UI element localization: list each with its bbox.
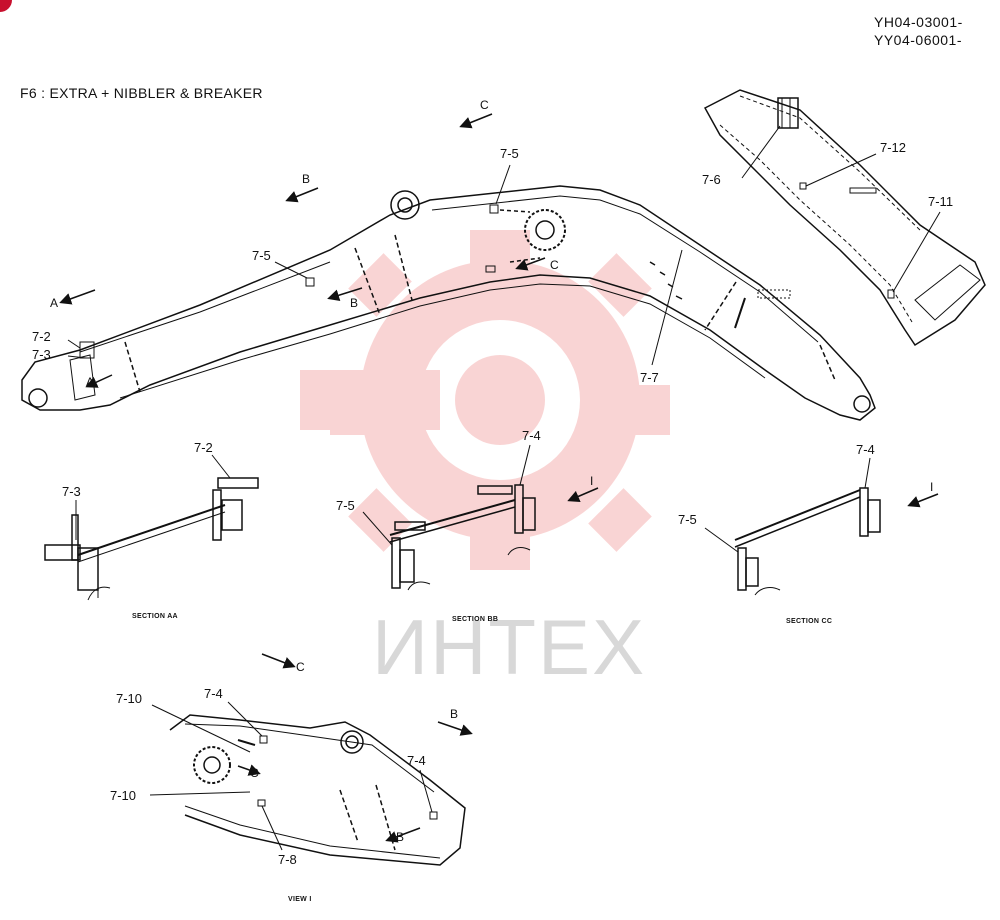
marker-a-1: A (50, 296, 59, 310)
callout-7-12: 7-12 (880, 140, 907, 155)
marker-b-4: B (396, 830, 405, 844)
callout-7-5-left: 7-5 (252, 248, 271, 263)
aa-leaders (75, 454, 231, 540)
marker-c-2: C (550, 258, 559, 272)
marker-a-2: A (86, 375, 95, 389)
serial-number-1: YH04-03001- (874, 14, 963, 30)
marker-b-1: B (302, 172, 311, 186)
cc-leaders (704, 457, 939, 553)
bb-callout-7-5: 7-5 (336, 498, 355, 513)
view-i-leaders (149, 653, 473, 851)
view-callout-7-4-top: 7-4 (204, 686, 223, 701)
view-callout-7-8: 7-8 (278, 852, 297, 867)
section-aa-label: SECTION AA (132, 613, 178, 620)
aa-callout-7-2: 7-2 (194, 440, 213, 455)
serial-number-2: YY04-06001- (874, 32, 963, 48)
view-callout-7-10-bot: 7-10 (110, 788, 137, 803)
section-cc-drawing (734, 487, 881, 596)
watermark-text: ИНТЕХ (372, 603, 647, 691)
marker-c-3: C (296, 660, 305, 674)
section-bb-drawing (389, 484, 536, 591)
view-callout-7-4-right: 7-4 (407, 753, 426, 768)
callout-7-6: 7-6 (702, 172, 721, 187)
cc-callout-7-5: 7-5 (678, 512, 697, 527)
marker-i-1: I (590, 474, 594, 488)
callout-7-3: 7-3 (32, 347, 51, 362)
callout-7-5-top: 7-5 (500, 146, 519, 161)
diagram-title: F6 : EXTRA + NIBBLER & BREAKER (20, 85, 263, 101)
corner-mark (0, 0, 12, 12)
section-aa-drawing (44, 477, 259, 601)
view-i-drawing (169, 714, 466, 866)
section-arrows-main (59, 113, 546, 388)
cc-callout-7-4: 7-4 (856, 442, 875, 457)
callout-7-7: 7-7 (640, 370, 659, 385)
view-i-label: VIEW I (288, 896, 312, 903)
marker-b-2: B (350, 296, 359, 310)
callout-7-2: 7-2 (32, 329, 51, 344)
callout-7-11: 7-11 (928, 194, 954, 209)
marker-c-1: C (480, 98, 489, 112)
main-boom-drawing (21, 185, 876, 421)
detail-leaders (741, 125, 941, 293)
view-callout-7-10-top: 7-10 (116, 691, 143, 706)
main-leader-lines (67, 164, 683, 366)
marker-b-3: B (450, 707, 459, 721)
watermark-gear-logo (300, 230, 670, 570)
bb-callout-7-4: 7-4 (522, 428, 541, 443)
marker-c-4: C (250, 766, 259, 780)
detail-view-upper-right (703, 89, 986, 347)
bb-leaders (362, 444, 599, 546)
section-bb-label: SECTION BB (452, 616, 499, 623)
section-cc-label: SECTION CC (786, 618, 833, 625)
aa-callout-7-3: 7-3 (62, 484, 81, 499)
marker-i-2: I (930, 480, 934, 494)
